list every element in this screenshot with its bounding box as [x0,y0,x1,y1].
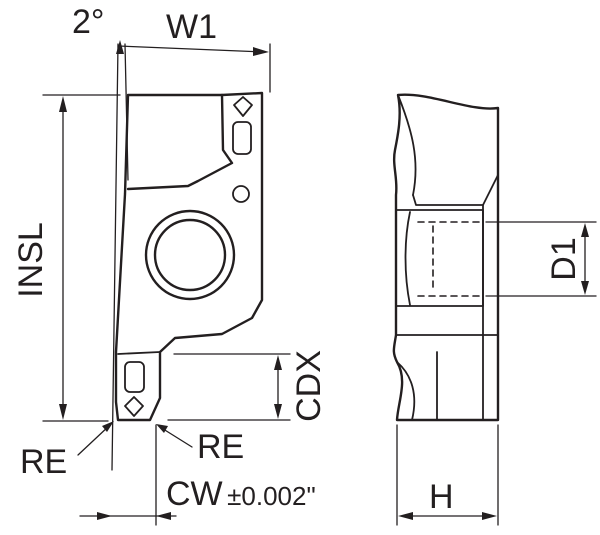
h-dimension [396,424,499,526]
side-shoulder-top [412,174,499,206]
side-lower-wave [396,361,416,421]
re-leaders [77,421,193,456]
side-view [392,93,500,422]
cdx-label: CDX [290,350,328,422]
side-top-ridge [397,94,417,196]
insl-label: INSL [12,222,50,298]
clamp-face-bottom [117,351,161,355]
top-tip-slot [232,121,252,155]
d1-label: D1 [545,237,583,280]
d1-dimension [485,221,597,297]
bottom-tip-slot [124,361,145,393]
h-label: H [429,478,454,516]
top-tip-diamond [233,96,253,117]
re-left-label: RE [20,443,67,481]
cw-tolerance: ±0.002" [227,481,316,511]
bottom-tip-diamond [124,396,144,417]
angle-reference [111,40,129,471]
cw-symbol: CW [166,475,223,513]
re-right-label: RE [197,428,244,466]
mounting-hole-inner [153,218,227,292]
side-hole-band [395,209,484,307]
angle-label: 2° [72,3,105,41]
w1-dimension [117,43,271,93]
cdx-dimension [167,353,291,421]
front-view [114,91,264,422]
cw-label: CW ±0.002" [166,475,316,513]
cw-dimension [79,424,177,526]
side-outline [392,93,500,422]
small-pin-hole [232,185,250,203]
clamp-face-outline [126,93,234,191]
insert-outline [114,91,264,422]
mounting-hole-outer [144,209,236,301]
insl-dimension [42,94,121,422]
w1-label: W1 [166,8,217,46]
